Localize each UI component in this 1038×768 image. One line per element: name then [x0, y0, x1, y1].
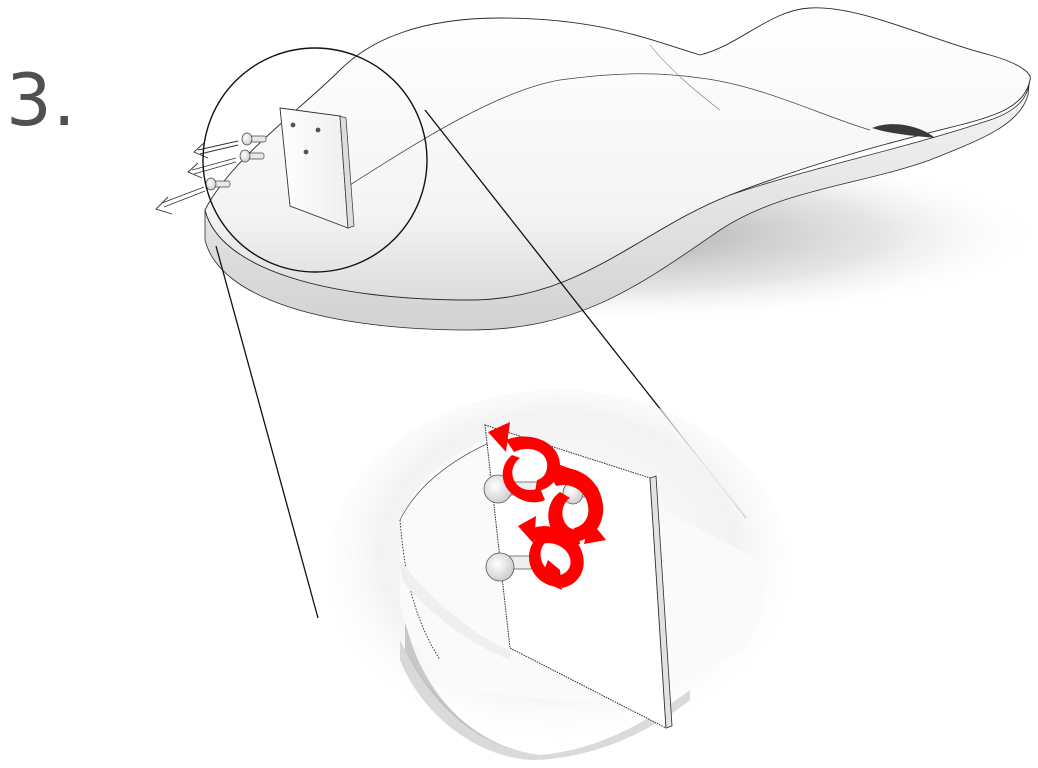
double-line-arrow-icon: [156, 187, 205, 214]
seat-body: [190, 8, 1038, 330]
double-line-arrow-icon: [194, 141, 238, 158]
zoom-detail: [326, 390, 790, 760]
